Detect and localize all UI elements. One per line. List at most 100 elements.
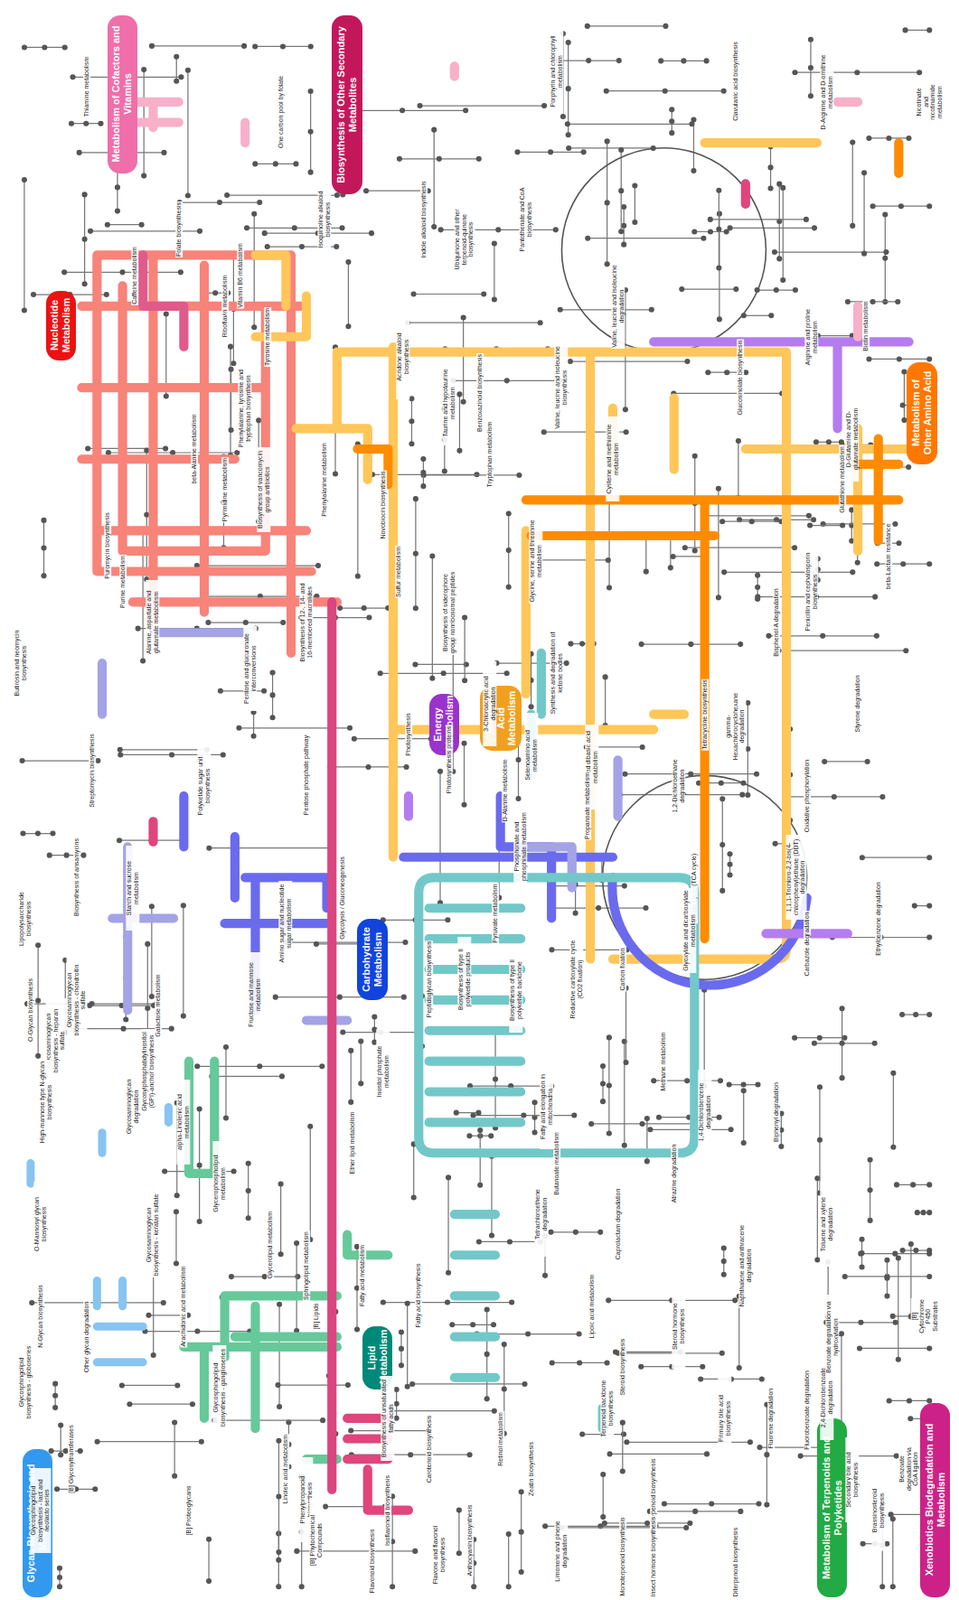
compound-dot (162, 445, 169, 452)
pathway-label: Ether lipid metabolism (348, 1111, 357, 1176)
compound-dot (754, 594, 761, 601)
compound-dot (57, 1452, 64, 1458)
compound-dot (185, 67, 191, 74)
compound-dot (620, 1420, 626, 1427)
compound-dot (907, 1416, 913, 1422)
reaction-line (296, 1243, 298, 1332)
pathway-label: Galactose metabolism (154, 973, 162, 1038)
compound-dot (41, 44, 48, 50)
compound-dot (642, 905, 649, 912)
compound-dot (826, 439, 832, 445)
compound-dot (64, 853, 70, 859)
compound-dot (460, 399, 467, 405)
compound-dot (604, 1360, 611, 1366)
compound-dot (668, 130, 675, 136)
compound-dot (618, 147, 624, 153)
compound-dot (839, 1006, 846, 1012)
compound-dot (227, 344, 234, 350)
compound-dot (80, 853, 86, 859)
compound-dot (817, 1084, 823, 1091)
compound-dot (171, 1474, 178, 1480)
compound-dot (564, 121, 571, 127)
pathway-label: [B] Phytochemical Compounds (310, 1498, 324, 1584)
compound-dot (668, 106, 675, 113)
compound-dot (726, 1081, 733, 1088)
reaction-line (391, 1410, 495, 1412)
compound-dot (92, 1486, 98, 1493)
compound-dot (275, 1494, 282, 1500)
compound-dot (413, 551, 419, 557)
compound-dot (251, 324, 257, 330)
compound-dot (692, 547, 698, 554)
pathway-label: Tryptophan metabolism (487, 420, 495, 489)
compound-dot (224, 192, 230, 198)
compound-dot (206, 1537, 212, 1543)
compound-dot (21, 177, 28, 183)
compound-dot (684, 1078, 690, 1084)
reaction-line (623, 1042, 625, 1147)
compound-dot (389, 1584, 395, 1590)
compound-dot (174, 1193, 180, 1199)
compound-dot (926, 903, 932, 910)
compound-dot (879, 794, 885, 800)
compound-dot (429, 676, 435, 682)
compound-dot (241, 43, 247, 49)
compound-dot (40, 517, 47, 524)
compound-dot (618, 228, 624, 235)
compound-dot (926, 1182, 932, 1188)
compound-dot (765, 633, 771, 640)
compound-dot (217, 688, 224, 695)
compound-dot (338, 225, 345, 231)
pathway-label: Biosynthesis of vancomycin group antibio… (256, 447, 271, 533)
compound-dot (912, 1248, 919, 1254)
reaction-line (187, 70, 189, 197)
compound-dot (504, 377, 510, 384)
cofactor-path (138, 65, 859, 337)
pathway-label: High-mannose type N-glycan biosynthesis (38, 1060, 53, 1146)
pathway-label: Polyketide sugar unit biosynthesis (197, 743, 211, 829)
compound-dot (573, 911, 579, 917)
compound-dot (768, 164, 774, 170)
compound-dot (560, 113, 566, 120)
compound-dot (644, 1158, 650, 1165)
compound-dot (160, 150, 167, 156)
pathway-label: Arginine and proline metabolism (805, 294, 819, 380)
compound-dot (678, 286, 685, 292)
reaction-line (230, 369, 232, 431)
compound-dot (261, 688, 267, 695)
compound-dot (116, 837, 123, 844)
pathway-label: Secondary bile acid biosynthesis (846, 1438, 860, 1524)
pathway-label: Carbazole degradation (803, 911, 811, 978)
compound-dot (363, 188, 369, 194)
reaction-line (479, 1130, 481, 1186)
caffeine-path (142, 254, 184, 348)
compound-dot (361, 605, 367, 612)
compound-dot (189, 1401, 196, 1408)
compound-dot (399, 107, 405, 113)
compound-dot (742, 369, 749, 376)
pathway-label: Phosphonate and phosphinate metabolism (514, 804, 528, 890)
reaction-line (459, 394, 461, 451)
compound-dot (895, 1357, 902, 1364)
pathway-label: Pentose phosphate pathway (302, 734, 311, 817)
compound-dot (747, 1439, 753, 1446)
reaction-line (493, 243, 495, 300)
compound-dot (849, 223, 856, 229)
compound-dot (670, 554, 677, 560)
compound-dot (861, 251, 867, 257)
pathway-label: Novobiocin biosynthesis (379, 470, 387, 541)
compound-dot (604, 261, 611, 267)
reaction-line (439, 771, 441, 903)
compound-dot (565, 145, 572, 151)
compound-dot (431, 224, 437, 230)
compound-dot (682, 545, 688, 551)
compound-dot (893, 1320, 899, 1326)
compound-dot (274, 1382, 281, 1389)
pathway-label: Flavone and flavonol biosynthesis (432, 1513, 446, 1599)
pathway-label: Clavulanic acid biosynthesis (732, 41, 740, 123)
compound-dot (501, 1342, 508, 1348)
reaction-line (414, 664, 466, 666)
compound-dot (169, 752, 175, 758)
compound-dot (606, 1082, 612, 1089)
pathway-label: Fatty acid metabolism (358, 1244, 367, 1308)
